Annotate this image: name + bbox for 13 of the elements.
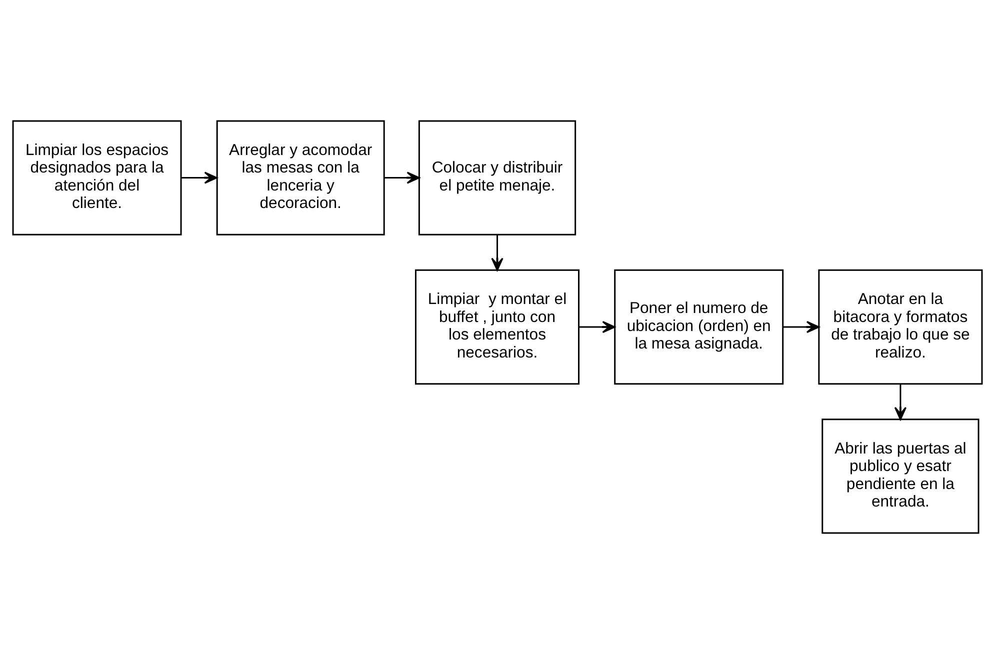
- arrow: [384, 172, 420, 184]
- arrow: [491, 234, 504, 271]
- node-box: Anotar en la bitacora y formatos de trabajo lo que se realizo.: [818, 269, 983, 385]
- arrow: [783, 320, 820, 334]
- node-box: Limpiar los espacios designados para la atención del cliente.: [12, 120, 182, 236]
- node-box: Arreglar y acomodar las mesas con la lenceria y decoracion.: [216, 120, 385, 236]
- arrow: [181, 172, 218, 184]
- node-box: Limpiar y montar el buffet , junto con los elementos necesarios.: [414, 269, 580, 385]
- node-box: Abrir las puertas al publico y esatr pendiente en la entrada.: [822, 418, 980, 534]
- arrow: [579, 320, 616, 334]
- arrow: [894, 384, 907, 420]
- node-box: Poner el numero de ubicacion (orden) en la mesa asignada.: [614, 269, 784, 385]
- node-box: Colocar y distribuir el petite menaje.: [418, 120, 576, 236]
